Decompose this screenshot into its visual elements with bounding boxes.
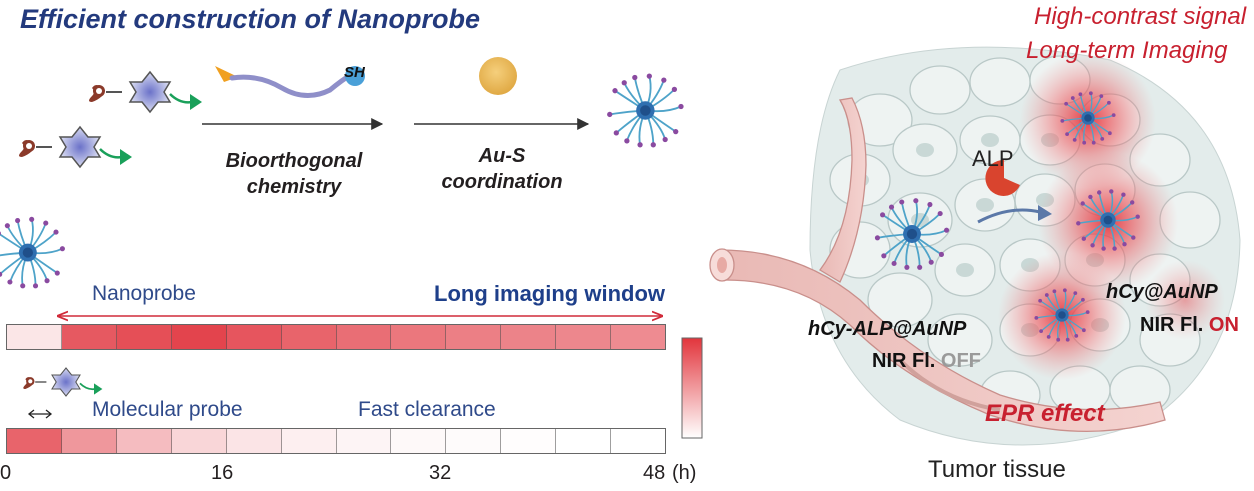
strip-cell xyxy=(391,429,447,453)
axis-tick-16: 16 xyxy=(211,462,234,484)
nanoprobe-signal-strip xyxy=(6,324,666,350)
strip-cell xyxy=(171,429,227,453)
step-1-line-1: Bioorthogonal xyxy=(225,150,363,172)
step-2-line-2: coordination xyxy=(441,171,563,193)
strip-cell xyxy=(336,325,392,349)
strip-cell xyxy=(391,325,447,349)
probe-off-label: hCy-ALP@AuNP xyxy=(808,318,967,340)
signal-label-1: High-contrast signal xyxy=(1034,3,1247,30)
strip-cell xyxy=(281,429,337,453)
nir-off-line: NIR Fl. OFF xyxy=(872,350,981,373)
strip-cell xyxy=(501,429,557,453)
thiol-linker xyxy=(215,66,365,98)
tumor-tissue-label: Tumor tissue xyxy=(928,456,1066,483)
intensity-scale-bar xyxy=(681,337,703,439)
strip-cell xyxy=(7,429,62,453)
nir-on-line: NIR Fl. ON xyxy=(1140,314,1239,337)
strip-cell xyxy=(611,429,665,453)
strip-cell xyxy=(61,325,117,349)
strip-cell xyxy=(61,429,117,453)
signal-label-2: Long-term Imaging xyxy=(1026,37,1228,64)
step-bioorthogonal: Bioorthogonal chemistry xyxy=(196,148,392,200)
strip-cell xyxy=(226,429,282,453)
step-1-line-2: chemistry xyxy=(246,176,342,198)
molecular-probe-icon xyxy=(22,367,104,397)
strip-cell xyxy=(556,429,612,453)
fast-clearance-label: Fast clearance xyxy=(358,398,496,421)
strip-cell xyxy=(171,325,227,349)
strip-cell xyxy=(116,325,172,349)
strip-cell xyxy=(226,325,282,349)
blood-vessel xyxy=(709,97,1166,432)
axis-tick-48: 48 xyxy=(643,462,666,484)
alp-label: ALP xyxy=(972,146,1014,171)
axis-tick-0: 0 xyxy=(0,462,12,484)
on-status: ON xyxy=(1208,314,1239,336)
axis-unit: (h) xyxy=(672,462,697,484)
nanoprobe-icon xyxy=(0,215,66,290)
nanoprobe-label: Nanoprobe xyxy=(92,282,196,305)
alp-enzyme-icon xyxy=(985,159,1020,196)
activation-arrow xyxy=(977,205,1052,224)
gold-nanoparticle xyxy=(479,57,517,95)
strip-cell xyxy=(446,325,502,349)
molecular-signal-strip xyxy=(6,428,666,454)
molecular-probe-label: Molecular probe xyxy=(92,398,243,421)
page-title: Efficient construction of Nanoprobe xyxy=(20,4,481,34)
off-status: OFF xyxy=(940,350,981,372)
strip-cell xyxy=(556,325,612,349)
strip-cell xyxy=(281,325,337,349)
probe-on-label: hCy@AuNP xyxy=(1106,281,1218,303)
molecular-probe-icons xyxy=(17,70,204,169)
assembled-nanoprobe xyxy=(606,72,685,149)
strip-cell xyxy=(336,429,392,453)
epr-effect-label: EPR effect xyxy=(985,400,1105,427)
strip-cell xyxy=(116,429,172,453)
nir-fl-text: NIR Fl. xyxy=(872,350,936,372)
thiol-label: SH xyxy=(344,64,365,81)
step-au-s: Au-S coordination xyxy=(404,143,600,195)
strip-cell xyxy=(611,325,666,349)
strip-cell xyxy=(446,429,502,453)
step-2-line-1: Au-S xyxy=(478,145,526,167)
long-window-label: Long imaging window xyxy=(434,281,665,306)
short-window-arrow xyxy=(27,409,53,419)
strip-cell xyxy=(7,325,62,349)
axis-tick-32: 32 xyxy=(429,462,452,484)
nir-fl-text: NIR Fl. xyxy=(1140,314,1204,336)
strip-cell xyxy=(501,325,557,349)
